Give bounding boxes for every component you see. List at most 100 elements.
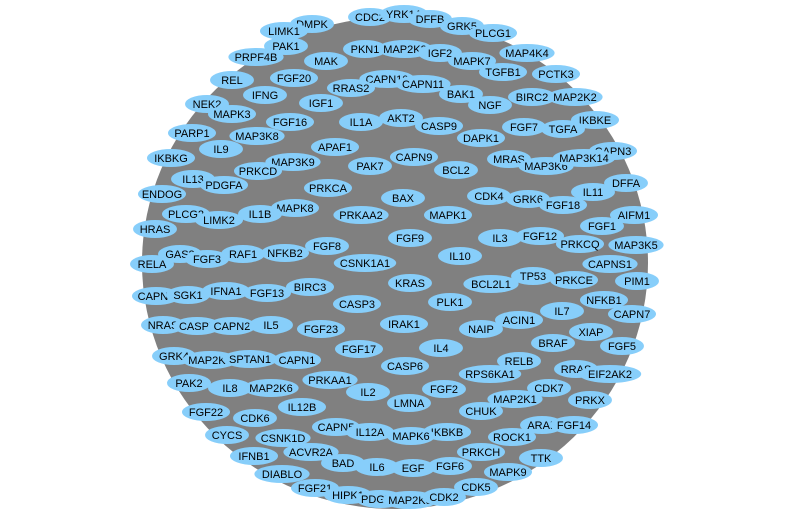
node-bcl2[interactable]: BCL2 — [434, 161, 478, 179]
node-egf[interactable]: EGF — [391, 459, 435, 477]
node-rock1[interactable]: ROCK1 — [488, 428, 536, 446]
node-capn9[interactable]: CAPN9 — [390, 148, 438, 166]
node-il6[interactable]: IL6 — [355, 458, 399, 476]
node-capns1[interactable]: CAPNS1 — [582, 255, 638, 273]
node-sptan1[interactable]: SPTAN1 — [222, 350, 278, 368]
node-cdk5[interactable]: CDK5 — [454, 478, 498, 496]
node-casp7[interactable]: CASP7 — [173, 317, 221, 335]
node-ikbkg[interactable]: IKBKG — [147, 149, 195, 167]
node-fgf20[interactable]: FGF20 — [270, 69, 318, 87]
node-ifna1[interactable]: IFNA1 — [202, 282, 250, 300]
node-map2k6[interactable]: MAP2K6 — [243, 379, 299, 397]
node-ikbke[interactable]: IKBKE — [571, 111, 619, 129]
node-relb[interactable]: RELB — [497, 352, 541, 370]
node-prkce[interactable]: PRKCE — [550, 271, 598, 289]
node-casp6[interactable]: CASP6 — [381, 357, 429, 375]
node-fgf23[interactable]: FGF23 — [297, 320, 345, 338]
node-aifm1[interactable]: AIFM1 — [610, 206, 658, 224]
node-map3k8[interactable]: MAP3K8 — [229, 127, 285, 145]
node-il1a[interactable]: IL1A — [339, 113, 383, 131]
node-apaf1[interactable]: APAF1 — [311, 138, 359, 156]
node-map4k4[interactable]: MAP4K4 — [499, 44, 555, 62]
node-il8[interactable]: IL8 — [208, 379, 252, 397]
node-mapk9[interactable]: MAPK9 — [484, 463, 532, 481]
node-ttk[interactable]: TTK — [519, 449, 563, 467]
node-fgf18[interactable]: FGF18 — [539, 196, 587, 214]
node-map3k14[interactable]: MAP3K14 — [552, 149, 616, 167]
node-raf1[interactable]: RAF1 — [221, 245, 265, 263]
node-bcl2l1[interactable]: BCL2L1 — [463, 275, 519, 293]
node-prkcd[interactable]: PRKCD — [234, 162, 282, 180]
node-fgf6[interactable]: FGF6 — [428, 457, 472, 475]
node-xiap[interactable]: XIAP — [569, 323, 613, 341]
node-kras[interactable]: KRAS — [388, 274, 432, 292]
node-dffa[interactable]: DFFA — [604, 174, 648, 192]
node-nras[interactable]: NRAS — [141, 316, 185, 334]
node-limk1[interactable]: LIMK1 — [260, 22, 308, 40]
node-prkcq[interactable]: PRKCQ — [556, 235, 604, 253]
node-capn11[interactable]: CAPN11 — [395, 75, 451, 93]
node-il10[interactable]: IL10 — [438, 247, 482, 265]
node-nfkb2[interactable]: NFKB2 — [261, 244, 309, 262]
node-cdk7[interactable]: CDK7 — [527, 379, 571, 397]
node-chuk[interactable]: CHUK — [459, 402, 503, 420]
node-fgf13[interactable]: FGF13 — [243, 284, 291, 302]
node-ngf[interactable]: NGF — [468, 96, 512, 114]
node-irak1[interactable]: IRAK1 — [380, 315, 428, 333]
node-casp3[interactable]: CASP3 — [333, 295, 381, 313]
node-birc3[interactable]: BIRC3 — [286, 278, 334, 296]
node-araf[interactable]: ARAF — [520, 416, 564, 434]
node-ifnb1[interactable]: IFNB1 — [230, 447, 278, 465]
node-il7[interactable]: IL7 — [540, 302, 584, 320]
node-pak2[interactable]: PAK2 — [167, 374, 211, 392]
node-hras[interactable]: HRAS — [133, 220, 177, 238]
node-bax[interactable]: BAX — [381, 189, 425, 207]
node-igf1[interactable]: IGF1 — [299, 94, 343, 112]
node-fgf5[interactable]: FGF5 — [600, 337, 644, 355]
node-cdk4[interactable]: CDK4 — [467, 187, 511, 205]
node-capn2[interactable]: CAPN2 — [208, 317, 256, 335]
node-parp1[interactable]: PARP1 — [168, 124, 216, 142]
node-mak[interactable]: MAK — [304, 52, 348, 70]
node-csnk1a1[interactable]: CSNK1A1 — [333, 254, 397, 272]
node-il9[interactable]: IL9 — [199, 140, 243, 158]
node-map2k2[interactable]: MAP2K2 — [547, 88, 603, 106]
node-pim1[interactable]: PIM1 — [615, 272, 659, 290]
node-prkx[interactable]: PRKX — [568, 391, 612, 409]
node-fgf3[interactable]: FGF3 — [185, 250, 229, 268]
node-capn7[interactable]: CAPN7 — [608, 305, 656, 323]
node-mapk8[interactable]: MAPK8 — [271, 199, 319, 217]
node-fgf14[interactable]: FGF14 — [550, 416, 598, 434]
node-fgf1[interactable]: FGF1 — [580, 217, 624, 235]
node-limk2[interactable]: LIMK2 — [195, 211, 243, 229]
node-mapk1[interactable]: MAPK1 — [424, 206, 472, 224]
node-ifng[interactable]: IFNG — [243, 86, 287, 104]
node-pdgfa[interactable]: PDGFA — [200, 176, 248, 194]
node-il1b[interactable]: IL1B — [238, 205, 282, 223]
node-acin1[interactable]: ACIN1 — [495, 311, 543, 329]
node-birc2[interactable]: BIRC2 — [508, 88, 556, 106]
node-akt2[interactable]: AKT2 — [379, 109, 423, 127]
node-prkca[interactable]: PRKCA — [304, 179, 352, 197]
node-map3k5[interactable]: MAP3K5 — [608, 236, 664, 254]
node-il12a[interactable]: IL12A — [346, 423, 394, 441]
node-pak7[interactable]: PAK7 — [348, 157, 392, 175]
node-capn1[interactable]: CAPN1 — [273, 351, 321, 369]
node-lmna[interactable]: LMNA — [387, 394, 431, 412]
node-il2[interactable]: IL2 — [346, 383, 390, 401]
node-cdk2[interactable]: CDK2 — [422, 488, 466, 506]
node-tgfb1[interactable]: TGFB1 — [479, 63, 527, 81]
node-sgk1[interactable]: SGK1 — [166, 286, 210, 304]
node-il4[interactable]: IL4 — [419, 339, 463, 357]
node-fgf17[interactable]: FGF17 — [335, 340, 383, 358]
node-prpf4b[interactable]: PRPF4B — [228, 48, 284, 66]
node-fgf9[interactable]: FGF9 — [388, 229, 432, 247]
node-plk1[interactable]: PLK1 — [428, 293, 472, 311]
node-il11[interactable]: IL11 — [571, 183, 615, 201]
node-fgf2[interactable]: FGF2 — [422, 380, 466, 398]
node-il5[interactable]: IL5 — [249, 316, 293, 334]
node-tgfa[interactable]: TGFA — [541, 120, 585, 138]
node-cycs[interactable]: CYCS — [205, 426, 249, 444]
node-acvr2a[interactable]: ACVR2A — [283, 443, 339, 461]
node-rela[interactable]: RELA — [130, 255, 174, 273]
